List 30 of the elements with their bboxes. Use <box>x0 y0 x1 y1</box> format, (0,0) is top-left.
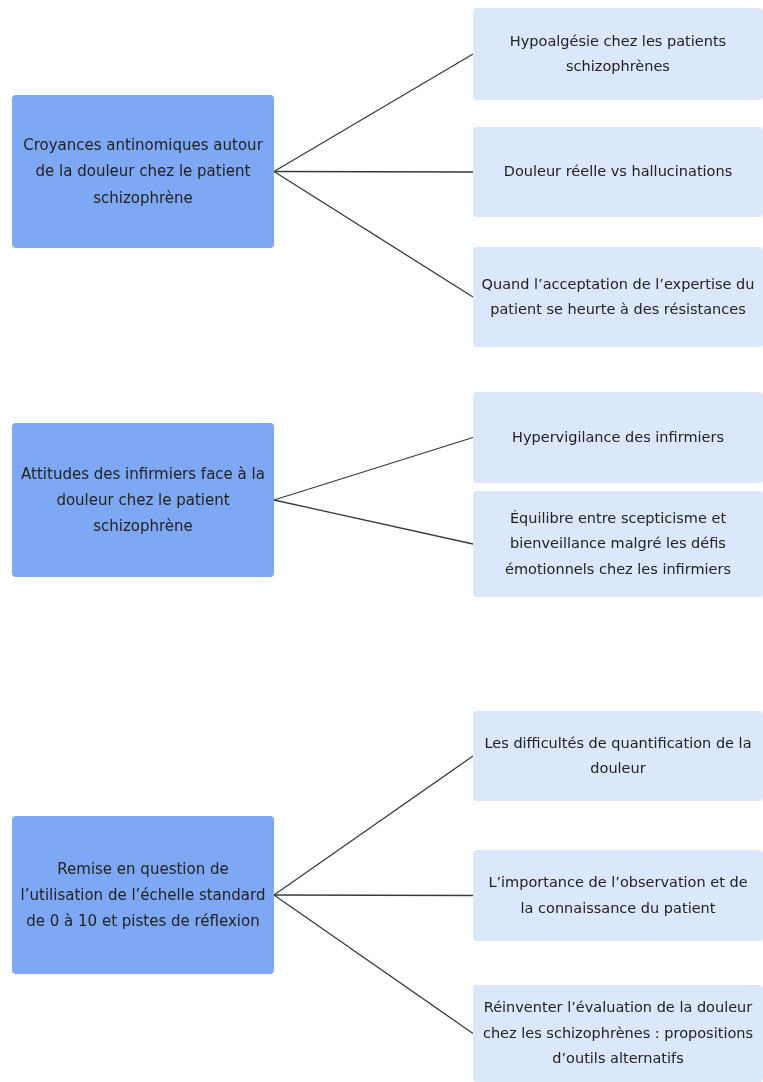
box-text: Remise en question de l’utilisation de l’échelle standard de 0 à 10 et pistes de réflexion <box>20 858 266 933</box>
connector-line <box>273 755 474 896</box>
box-text: Hypoalgésie chez les patients schizophrènes <box>508 31 728 76</box>
box-text: L’importance de l’observation et de la connaissance du patient <box>487 873 749 918</box>
subtopic-box <box>473 392 763 483</box>
box-text: Réinventer l’évaluation de la douleur chez les schizophrènes : propositions d’outils alternatifs <box>481 998 755 1069</box>
topic-box <box>12 95 274 248</box>
topic-box <box>12 423 274 577</box>
connector-line <box>273 170 474 173</box>
connector-line <box>273 436 474 501</box>
subtopic-box <box>473 850 763 941</box>
box-text: Hypervigilance des infirmiers <box>512 427 724 447</box>
box-text: Quand l’acceptation de l’expertise du patient se heurte à des résistances <box>481 274 755 319</box>
connector-line <box>273 170 474 298</box>
connector-line <box>273 894 474 1035</box>
box-text: Les difficultés de quantification de la douleur <box>483 733 753 778</box>
topic-box <box>12 816 274 974</box>
connector-line <box>273 499 474 545</box>
subtopic-box <box>473 711 763 801</box>
subtopic-box <box>473 985 763 1082</box>
box-text: Douleur réelle vs hallucinations <box>503 162 733 182</box>
connector-line <box>273 53 474 173</box>
subtopic-box <box>473 491 763 597</box>
box-text: Attitudes des infirmiers face à la douleur chez le patient schizophrène <box>20 463 266 538</box>
connector-line <box>273 894 474 897</box>
subtopic-box <box>473 8 763 100</box>
subtopic-box <box>473 127 763 217</box>
box-text: Équilibre entre scepticisme et bienveillance malgré les défis émotionnels chez les infirmiers <box>503 508 733 579</box>
box-text: Croyances antinomiques autour de la douleur chez le patient schizophrène <box>22 135 264 209</box>
subtopic-box <box>473 247 763 347</box>
